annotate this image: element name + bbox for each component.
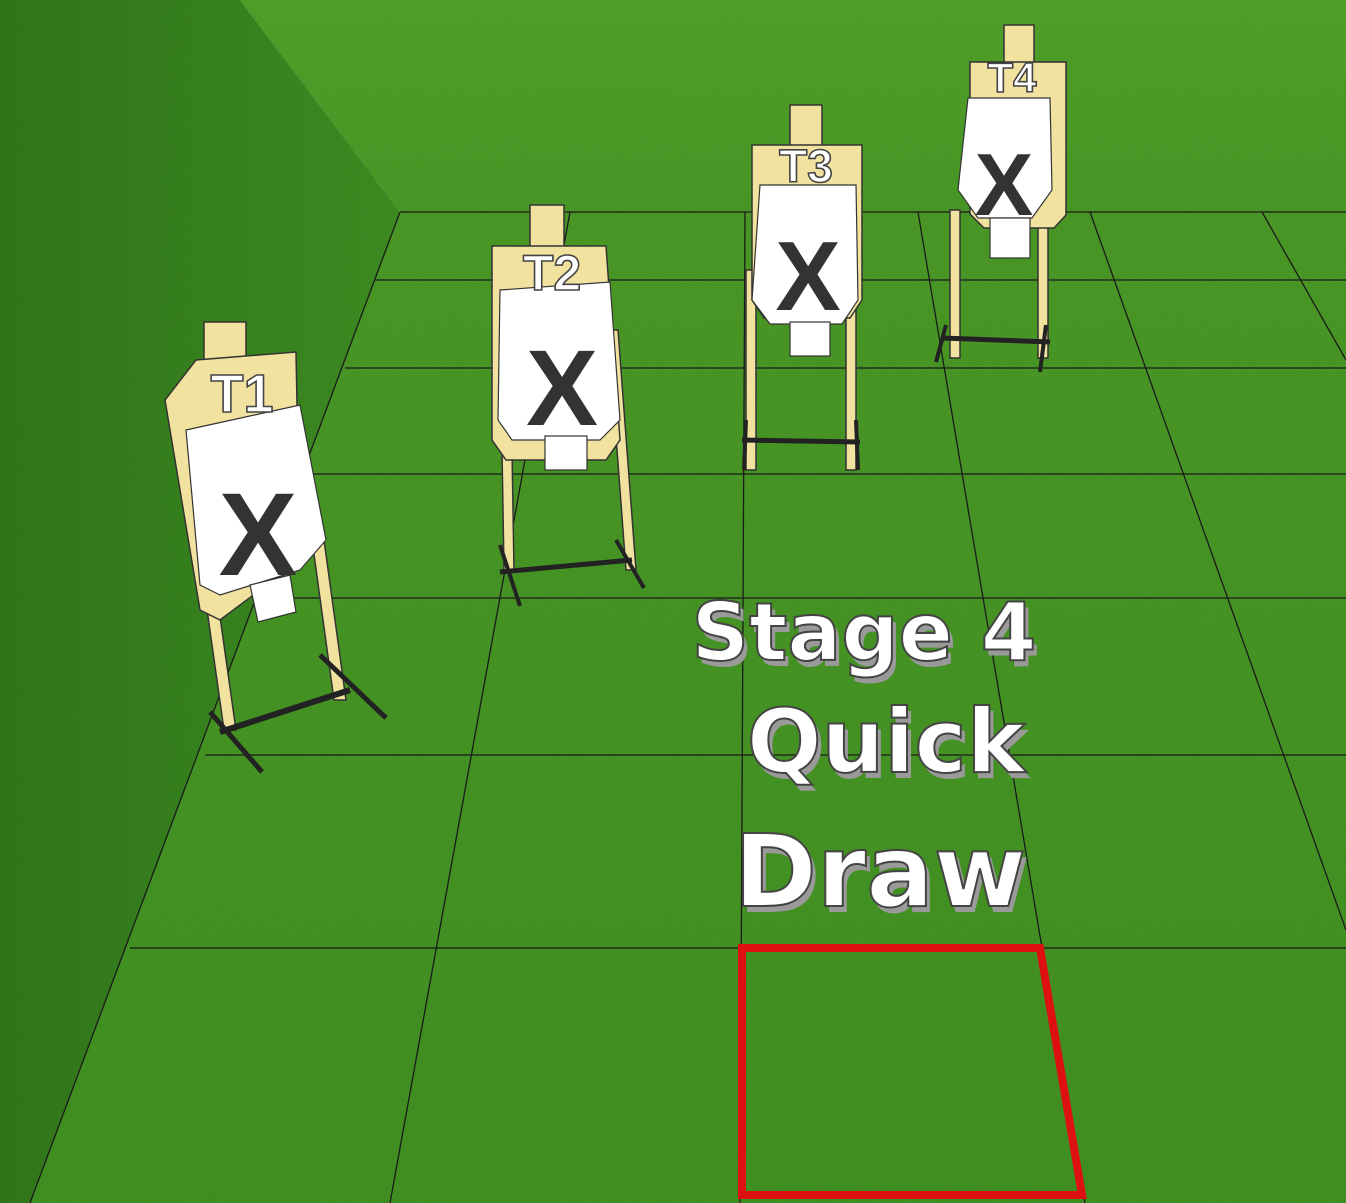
target-t3-label: T3 bbox=[779, 140, 833, 192]
target-t1-label: T1 bbox=[210, 364, 273, 424]
target-t4-mark: X bbox=[975, 135, 1034, 234]
target-t3-mark: X bbox=[775, 221, 840, 331]
target-t2-label: T2 bbox=[523, 245, 581, 301]
stage-title-line2: Quick bbox=[747, 690, 1028, 793]
target-t4-label: T4 bbox=[987, 54, 1037, 101]
stage-title-line1: Stage 4 bbox=[692, 586, 1037, 679]
stage-title-line3: Draw bbox=[734, 813, 1026, 930]
target-t1-mark: X bbox=[219, 469, 298, 601]
target-t2-mark: X bbox=[526, 327, 598, 448]
